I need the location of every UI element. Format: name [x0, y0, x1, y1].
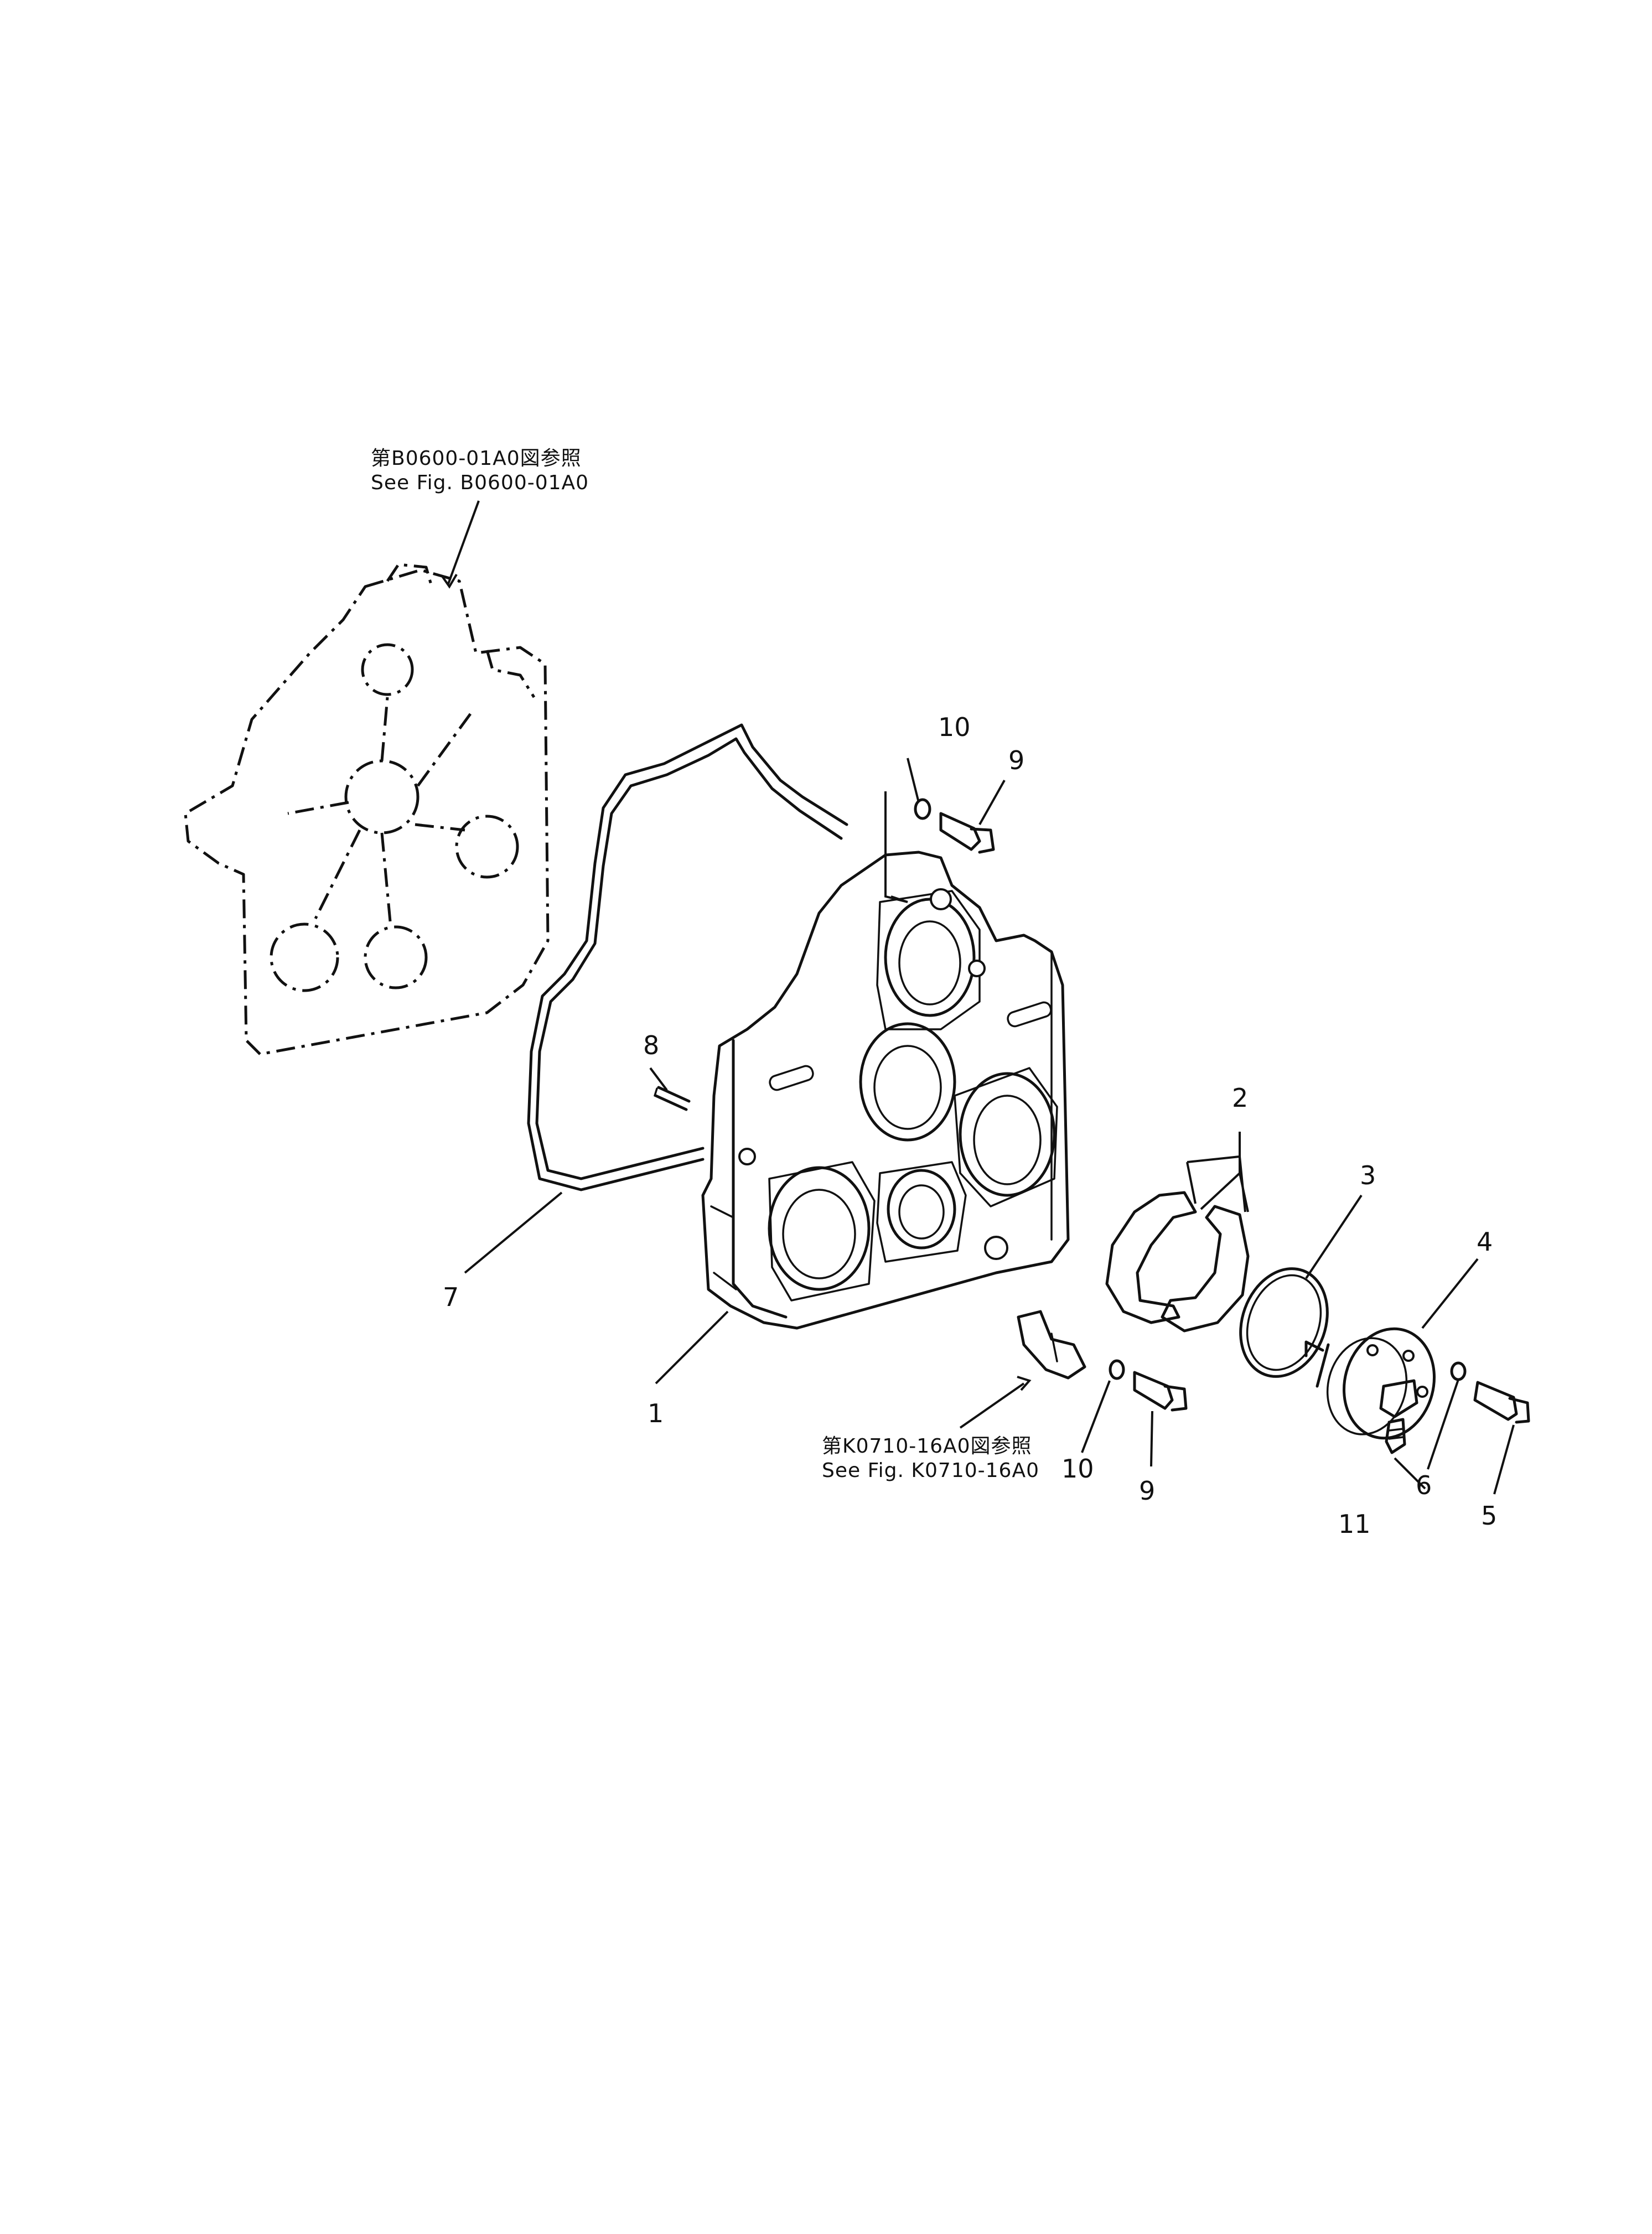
callout-2: 2 — [1232, 1083, 1248, 1113]
callout-1: 1 — [648, 1398, 664, 1428]
top-reference-jp: 第B0600-01A0図参照 — [371, 447, 582, 470]
bracket-reference — [1017, 1310, 1086, 1380]
callout-11: 11 — [1338, 1509, 1371, 1539]
top-reference-en: See Fig. B0600-01A0 — [371, 471, 589, 494]
o-ring — [1239, 1267, 1329, 1378]
lower-bolt-and-washer — [1109, 1359, 1188, 1412]
callout-4: 4 — [1477, 1227, 1493, 1257]
callout-6: 6 — [1416, 1470, 1432, 1500]
dowel-pin — [654, 1086, 691, 1111]
callout-5: 5 — [1481, 1501, 1497, 1531]
callout-3: 3 — [1360, 1160, 1376, 1190]
callout-8: 8 — [643, 1030, 659, 1060]
shims — [1105, 1191, 1250, 1333]
reference-housing-outline — [184, 563, 550, 1056]
cover-washer-and-bolt — [1450, 1361, 1530, 1424]
leader-lines — [441, 500, 1515, 1495]
callout-9-top: 9 — [1008, 745, 1024, 775]
timing-gear-housing — [701, 851, 1070, 1330]
bottom-reference-jp: 第K0710-16A0図参照 — [822, 1435, 1032, 1458]
callout-10-top: 10 — [938, 712, 971, 742]
gasket-outline — [527, 723, 848, 1191]
callout-9-bottom: 9 — [1139, 1476, 1155, 1506]
grease-fitting — [1385, 1418, 1406, 1454]
cover-hub — [1304, 1327, 1436, 1440]
callout-7: 7 — [443, 1282, 459, 1312]
upper-bolt-and-washer — [914, 798, 995, 854]
callout-10-bottom: 10 — [1061, 1454, 1094, 1484]
bottom-reference-en: See Fig. K0710-16A0 — [822, 1459, 1039, 1482]
